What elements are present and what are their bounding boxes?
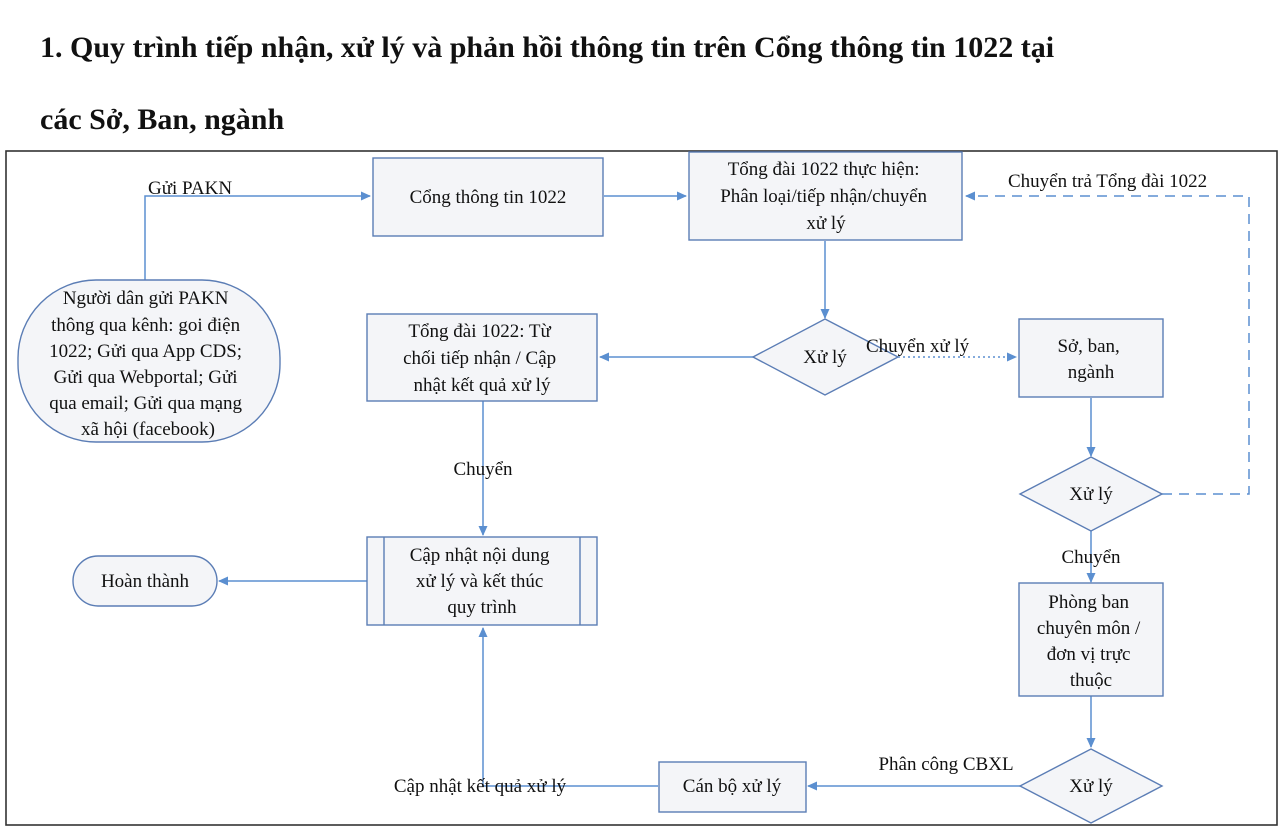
department-box [1018,318,1164,398]
heading-line-2: các Sở, Ban, ngành [40,103,285,136]
citizen-text: Người dân gửi PAKN thông qua kênh: goi đ… [49,288,247,440]
diagram-frame [5,150,1278,826]
portal-box [372,157,604,237]
switchboard-text: Tổng đài 1022 thực hiện: Phân loại/tiếp … [720,159,932,234]
switchboard-box [688,151,963,241]
update-end-box [366,536,598,626]
connectors [144,191,1250,791]
label-assign: Phân công CBXL [878,754,1013,775]
specialized-box [1018,582,1164,697]
done-text: Hoàn thành [101,571,190,592]
decision3-diamond [1018,748,1164,824]
reject-text: Tổng đài 1022: Từ chối tiếp nhận / Cập n… [403,321,561,396]
page-heading: 1. Quy trình tiếp nhận, xử lý và phản hồ… [40,12,1250,156]
decision1-diamond [751,318,900,396]
label-return: Chuyển trả Tổng đài 1022 [1008,171,1207,192]
edge-citizen-to-portal [144,191,371,282]
decision3-text: Xử lý [1069,776,1113,797]
label-forward-process: Chuyển xử lý [866,336,970,357]
decision2-diamond [1018,456,1164,532]
officer-box [658,761,807,813]
label-send: Gửi PAKN [148,178,232,199]
label-forward-2: Chuyển [1061,547,1121,568]
edge-officer-to-update [478,627,658,787]
label-forward-1: Chuyển [453,459,513,480]
specialized-text: Phòng ban chuyên môn / đơn vị trực thuộc [1037,592,1145,691]
heading-line-1: 1. Quy trình tiếp nhận, xử lý và phản hồ… [40,31,1055,64]
edge-decision2-return [965,191,1250,495]
department-text: Sở, ban, ngành [1057,336,1124,383]
portal-text: Cổng thông tin 1022 [410,187,567,208]
decision1-text: Xử lý [803,347,847,368]
decision2-text: Xử lý [1069,484,1113,505]
update-end-text: Cập nhật nội dung xử lý và kết thúc quy … [410,545,555,618]
reject-box [366,313,598,402]
label-update-result: Cập nhật kết quả xử lý [394,776,567,797]
done-terminal [72,555,218,607]
citizen-node [17,279,281,443]
officer-text: Cán bộ xử lý [683,776,782,797]
